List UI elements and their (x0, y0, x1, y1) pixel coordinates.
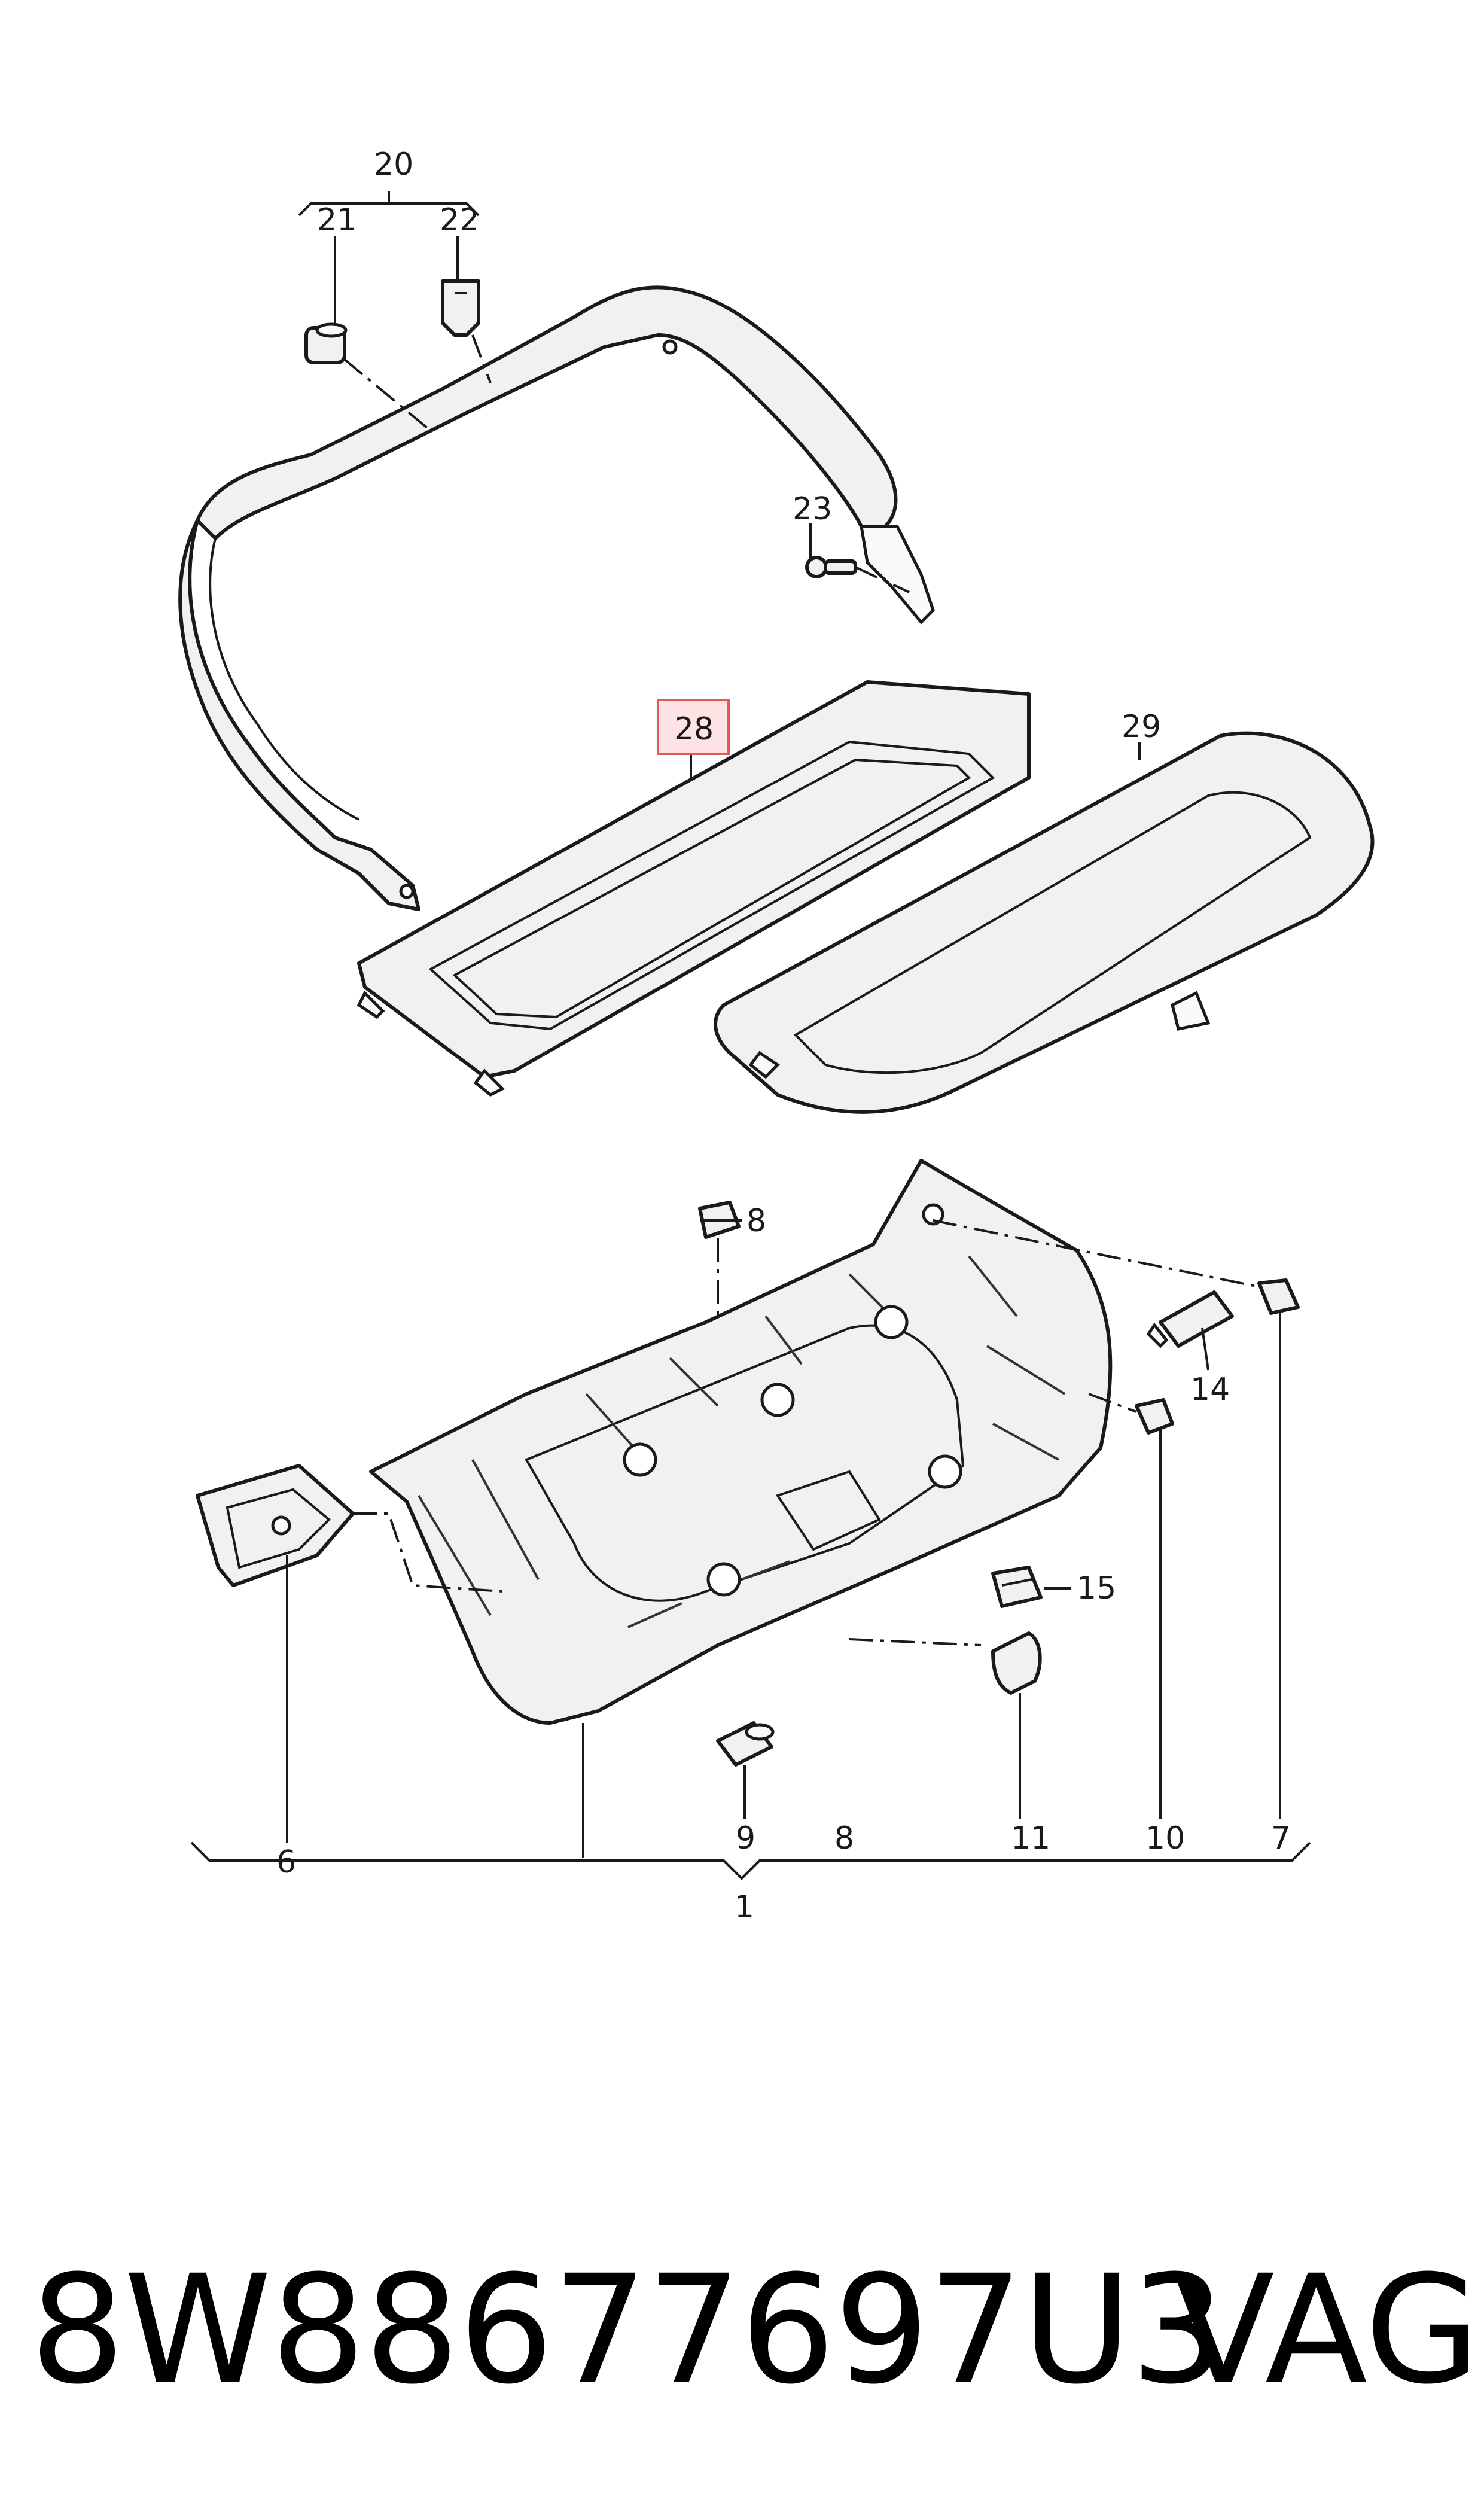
callout-23: 23 (793, 491, 832, 527)
trunk-lid-trim-1 (369, 1159, 1113, 1725)
retaining-clip-22 (441, 279, 480, 337)
callout-29: 29 (1122, 709, 1161, 745)
callout-28: 28 (674, 711, 714, 747)
callout-20: 20 (374, 147, 413, 182)
part-number: 8W88677697U3 (30, 2243, 1226, 2417)
callout-8-top: 8 (746, 1203, 766, 1239)
bracket-15 (991, 1566, 1043, 1608)
clip-10 (1135, 1398, 1174, 1435)
cap-11 (991, 1631, 1042, 1695)
callout-14: 14 (1190, 1372, 1230, 1408)
screw-23 (805, 556, 857, 578)
plug-9 (716, 1721, 775, 1767)
corner-cover-6 (196, 1464, 355, 1587)
callout-1: 1 (735, 1889, 754, 1925)
callout-8-bottom: 8 (834, 1820, 854, 1856)
callout-15: 15 (1077, 1570, 1116, 1606)
trunk-lid-frame-trim (178, 285, 935, 911)
rubber-buffer-21 (304, 322, 348, 364)
brand-label: VAG (1172, 2243, 1481, 2417)
callout-21: 21 (317, 202, 356, 238)
switch-14 (1146, 1290, 1234, 1348)
inner-panel-28 (356, 680, 1031, 1097)
callout-10: 10 (1145, 1820, 1185, 1856)
callout-11: 11 (1011, 1820, 1050, 1856)
clip-7 (1257, 1278, 1300, 1315)
callout-9: 9 (736, 1820, 755, 1856)
callout-7: 7 (1271, 1820, 1291, 1856)
highlight-box-28 (657, 699, 730, 755)
cover-panel-29 (714, 731, 1375, 1114)
callout-22: 22 (440, 202, 479, 238)
callout-6: 6 (276, 1844, 296, 1880)
